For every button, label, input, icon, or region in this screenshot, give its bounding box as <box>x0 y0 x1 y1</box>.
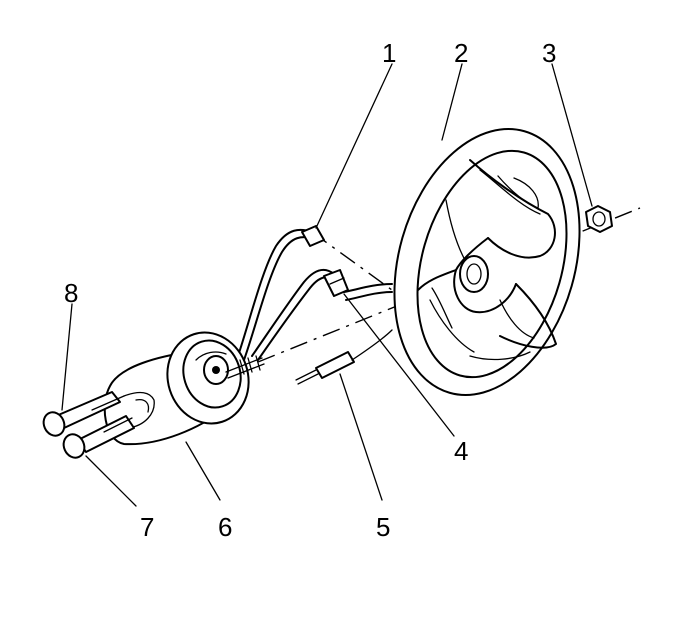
axis-line <box>257 207 641 363</box>
steering-column <box>103 331 265 446</box>
callout-2: 2 <box>454 38 468 68</box>
clock-spring-pin <box>295 329 393 385</box>
callout-4: 4 <box>454 436 468 466</box>
callout-1: 1 <box>382 38 396 68</box>
callout-5: 5 <box>376 512 390 542</box>
wiring-harness <box>237 225 393 361</box>
steering-wheel <box>393 128 581 396</box>
leader-lines <box>61 63 593 507</box>
steering-wheel-nut <box>585 205 613 233</box>
callout-6: 6 <box>218 512 232 542</box>
callout-7: 7 <box>140 512 154 542</box>
callout-8: 8 <box>64 278 78 308</box>
callout-3: 3 <box>542 38 556 68</box>
stalk-levers <box>42 391 135 459</box>
callout-labels: 1 2 3 4 5 6 7 8 <box>64 38 556 542</box>
